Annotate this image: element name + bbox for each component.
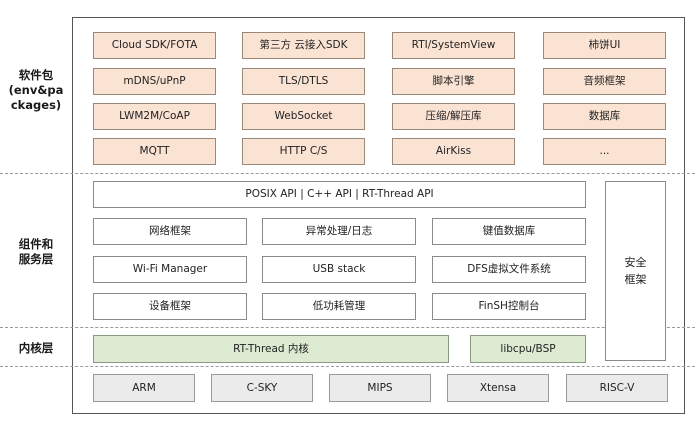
package-item: AirKiss: [392, 138, 515, 165]
component-item: 异常处理/日志: [262, 218, 416, 245]
package-item: 脚本引擎: [392, 68, 515, 95]
architecture-item: Xtensa: [447, 374, 549, 402]
architecture-frame: [72, 17, 685, 414]
architecture-item: MIPS: [329, 374, 431, 402]
package-item: LWM2M/CoAP: [93, 103, 216, 130]
package-item: 第三方 云接入SDK: [242, 32, 365, 59]
component-item: 网络框架: [93, 218, 247, 245]
package-item: 压缩/解压库: [392, 103, 515, 130]
package-item: TLS/DTLS: [242, 68, 365, 95]
package-item: HTTP C/S: [242, 138, 365, 165]
package-item: ...: [543, 138, 666, 165]
divider-components-kernel: [0, 327, 695, 328]
component-item: USB stack: [262, 256, 416, 283]
label-components-services: 组件和服务层: [0, 237, 72, 267]
label-components-services-text: 组件和服务层: [18, 237, 54, 266]
package-item: 音频框架: [543, 68, 666, 95]
component-item: DFS虚拟文件系统: [432, 256, 586, 283]
architecture-item: C-SKY: [211, 374, 313, 402]
component-item: 低功耗管理: [262, 293, 416, 320]
component-item: Wi-Fi Manager: [93, 256, 247, 283]
package-item: MQTT: [93, 138, 216, 165]
divider-packages-components: [0, 173, 695, 174]
architecture-item: ARM: [93, 374, 195, 402]
security-framework: 安全框架: [605, 181, 666, 361]
component-item: FinSH控制台: [432, 293, 586, 320]
package-item: WebSocket: [242, 103, 365, 130]
package-item: RTI/SystemView: [392, 32, 515, 59]
divider-kernel-arch: [0, 366, 695, 367]
label-kernel: 内核层: [18, 341, 54, 355]
security-framework-label: 安全框架: [624, 256, 647, 286]
package-item: mDNS/uPnP: [93, 68, 216, 95]
component-item: 键值数据库: [432, 218, 586, 245]
api-bar: POSIX API | C++ API | RT-Thread API: [93, 181, 586, 208]
kernel-core: RT-Thread 内核: [93, 335, 449, 363]
architecture-item: RISC-V: [566, 374, 668, 402]
package-item: Cloud SDK/FOTA: [93, 32, 216, 59]
component-item: 设备框架: [93, 293, 247, 320]
package-item: 柿饼UI: [543, 32, 666, 59]
package-item: 数据库: [543, 103, 666, 130]
kernel-bsp: libcpu/BSP: [470, 335, 586, 363]
